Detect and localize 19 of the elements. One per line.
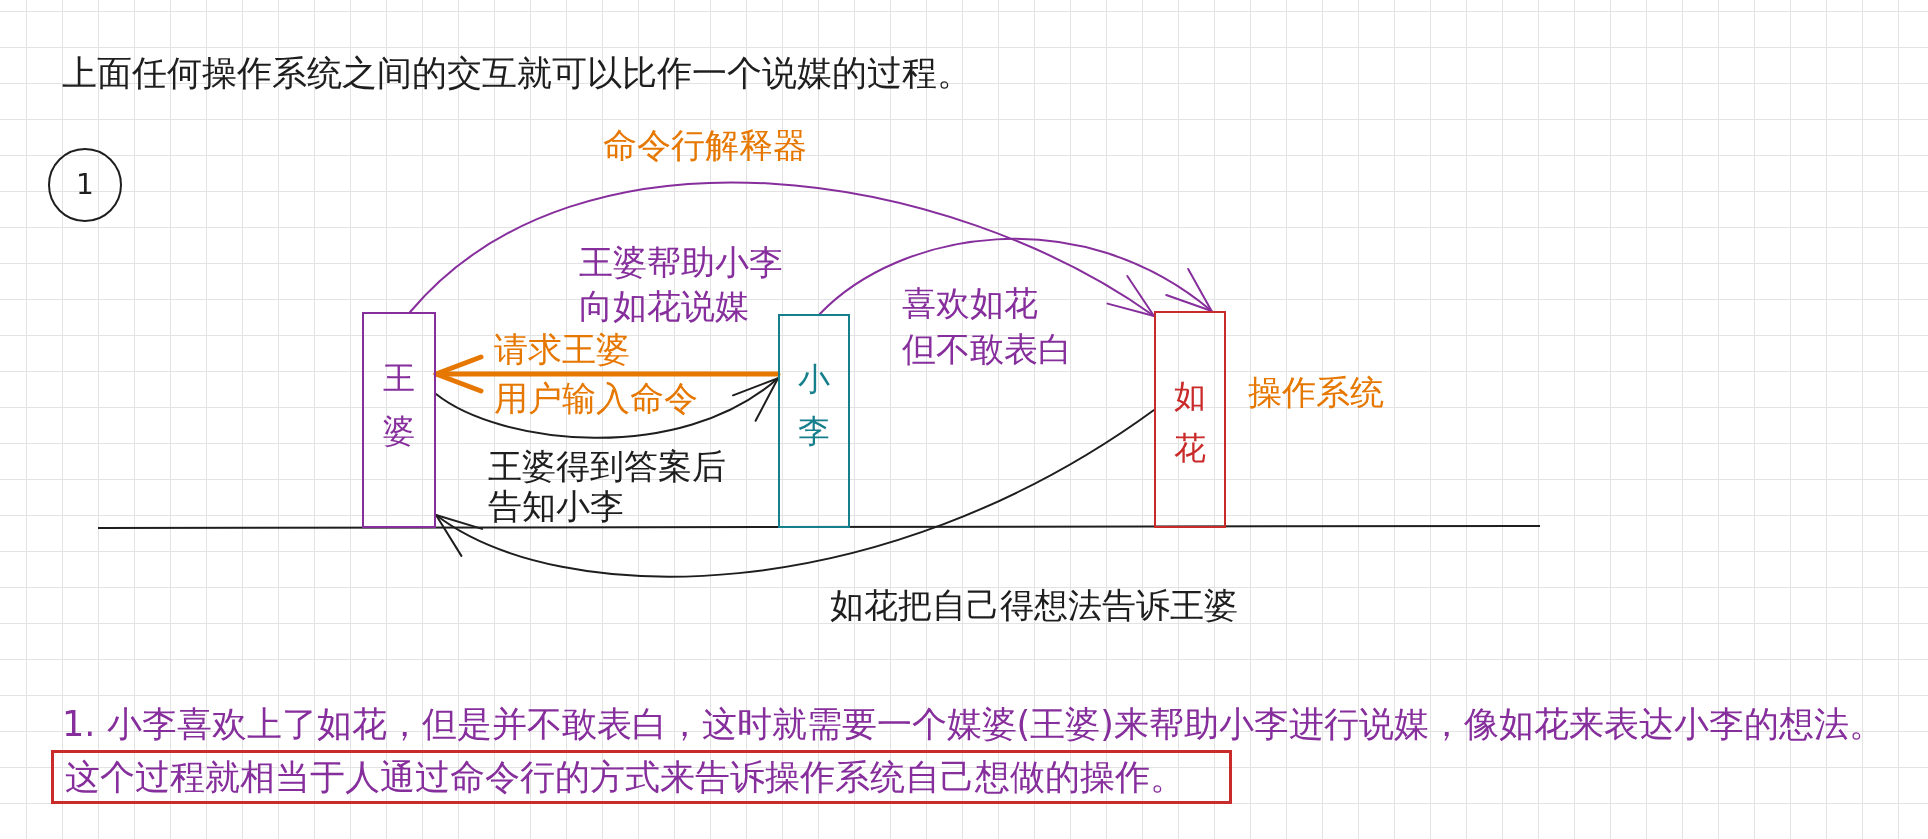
arrow [818,238,1213,315]
number-circle: 1 [48,148,122,222]
annotation-text: 命令行解释器 [603,125,807,165]
node-caption: 操作系统 [1248,372,1384,412]
edge-label: 喜欢如花但不敢表白 [902,282,1073,371]
edge-label: 请求王婆 [494,331,630,368]
name-box: 王婆 [362,312,436,528]
name-box: 如花 [1154,311,1226,528]
edge-label: 王婆得到答案后告知小李 [488,446,727,526]
annotation-text: 用户输入命令 [494,379,698,417]
arrow [435,408,1155,578]
edge-label: 如花把自己得想法告诉王婆 [830,585,1238,625]
arrow [409,182,1155,317]
name-box: 小李 [778,314,850,528]
highlight-box: 这个过程就相当于人通过命令行的方式来告诉操作系统自己想做的操作。 [51,750,1232,804]
arrow [435,377,779,439]
note-text: 1. 小李喜欢上了如花，但是并不敢表白，这时就需要一个媒婆(王婆)来帮助小李进行说媒，像如花来表达小李的想法。 [62,703,1884,745]
heading: 上面任何操作系统之间的交互就可以比作一个说媒的过程。 [62,52,972,94]
arrow [433,354,781,394]
